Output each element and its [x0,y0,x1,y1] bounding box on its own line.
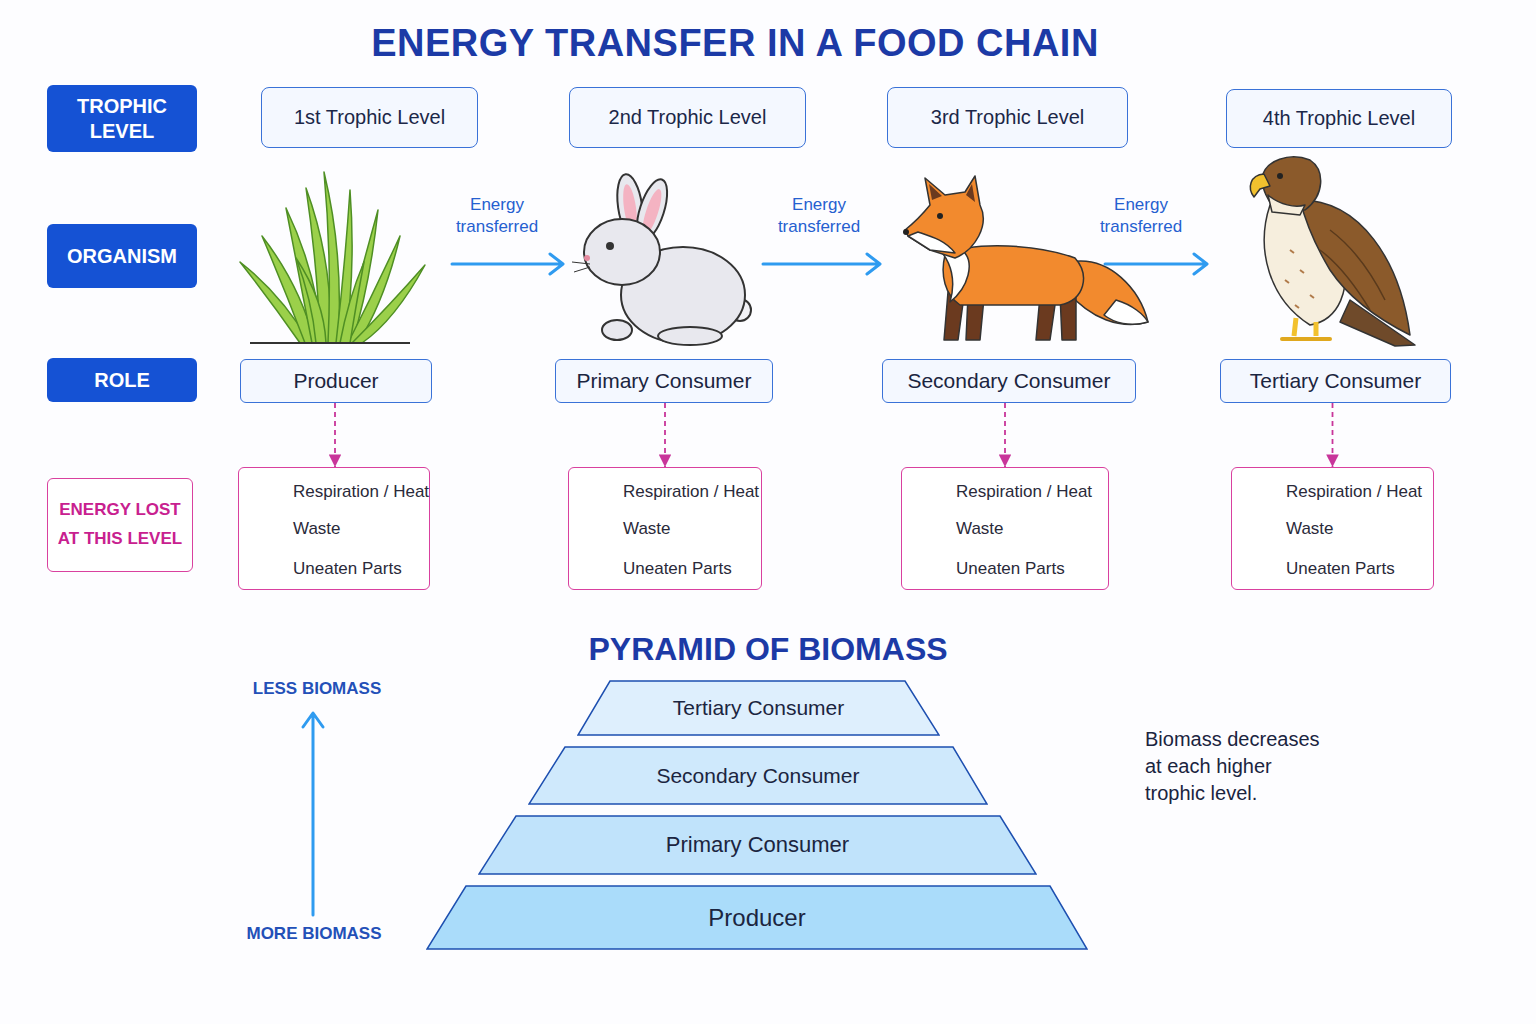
rabbit-illustration-part [606,242,614,250]
trapezoid-shape [529,747,987,804]
hawk-illustration [1250,157,1415,346]
loss-item-text: Respiration / Heat [623,482,759,502]
energy-arrow-part [452,254,563,274]
energy-loss-connector [1004,403,1006,467]
loss-item-text: Respiration / Heat [293,482,429,502]
node-text: Tertiary Consumer [673,696,845,720]
row-header: ROLE [47,358,197,402]
axis-label: LESS BIOMASS [237,679,397,699]
rabbit-illustration-part [602,320,632,340]
rabbit-illustration-part [572,262,590,272]
loss-item-text: Waste [293,519,341,539]
node-text: 4th Trophic Level [1263,107,1415,130]
role-box: Primary Consumer [555,359,773,403]
node-text: Tertiary Consumer [1250,369,1422,393]
diagram-title: ENERGY TRANSFER IN A FOOD CHAIN [235,22,1235,65]
hawk-illustration-part [1282,337,1330,341]
arrow-label: Energy transferred [759,194,879,238]
hawk-illustration-part [1250,174,1270,197]
node-text: 1st Trophic Level [294,106,445,129]
pyramid-band: Tertiary Consumer [577,680,940,736]
grass-illustration-part [352,265,425,343]
hawk-illustration-part [1300,200,1410,335]
loss-item-text: Uneaten Parts [293,559,402,579]
fox-illustration-part [905,176,983,258]
node-text: TROPHIC LEVEL [57,94,187,144]
grass-illustration-part [296,258,326,343]
node-text: Producer [708,904,805,932]
role-box: Tertiary Consumer [1220,359,1451,403]
node-text: Primary Consumer [666,832,849,858]
loss-item-text: Uneaten Parts [623,559,732,579]
note-text: Biomass decreases at each higher trophic… [1145,726,1325,807]
node-text: 2nd Trophic Level [609,106,767,129]
fox-illustration-part [1104,300,1148,324]
loss-item-text: Waste [956,519,1004,539]
node-text: ENERGY LOST AT THIS LEVEL [54,496,186,554]
loss-item-text: Waste [623,519,671,539]
role-box: Secondary Consumer [882,359,1136,403]
fox-illustration-part [929,184,975,202]
hawk-illustration-part [1285,250,1314,308]
energy-loss-connector [1332,403,1334,467]
loss-item-text: Uneaten Parts [956,559,1065,579]
energy-loss-box: Respiration / HeatWasteUneaten Parts [1231,467,1434,590]
fox-illustration [903,176,1148,340]
energy-arrow-part [763,254,880,274]
fox-illustration-part [908,232,955,253]
node-text: ORGANISM [67,244,177,269]
trapezoid-shape [479,816,1036,874]
section-heading: PYRAMID OF BIOMASS [468,630,1068,668]
arrow-label: Energy transferred [1081,194,1201,238]
pyramid-band: Primary Consumer [478,815,1037,875]
node-text: Producer [293,369,378,393]
loss-item-text: Respiration / Heat [1286,482,1422,502]
hawk-illustration-part [1277,173,1283,179]
hawk-illustration-part [1268,195,1305,215]
fox-illustration-part [937,213,943,219]
trophic-level-box: 3rd Trophic Level [887,87,1128,148]
biomass-arrow-part [303,713,323,915]
row-header: TROPHIC LEVEL [47,85,197,152]
axis-label: MORE BIOMASS [234,924,394,944]
loss-item-text: Waste [1286,519,1334,539]
hawk-illustration-part [1320,230,1385,310]
trophic-level-box: 4th Trophic Level [1226,89,1452,148]
node-text: 3rd Trophic Level [931,106,1084,129]
energy-arrow-part [1105,254,1207,274]
energy-loss-connector [334,403,336,467]
node-text: Secondary Consumer [656,764,859,788]
rabbit-illustration-part [584,255,590,261]
grass-illustration-part [250,342,410,344]
energy-loss-header: ENERGY LOST AT THIS LEVEL [47,478,193,572]
trapezoid-shape [427,886,1087,949]
node-text: Primary Consumer [576,369,751,393]
biomass-arrow [303,713,323,915]
arrow-label: Energy transferred [437,194,557,238]
rabbit-illustration-part [658,327,722,345]
row-header: ORGANISM [47,224,197,288]
grass-illustration [240,172,425,343]
grass-illustration-part [340,262,364,343]
pyramid-band: Secondary Consumer [528,746,988,805]
rabbit-illustration-part [584,219,660,285]
trapezoid-shape [578,681,939,735]
node-text: ROLE [94,368,150,393]
fox-illustration-part [903,229,909,235]
energy-loss-box: Respiration / HeatWasteUneaten Parts [901,467,1109,590]
node-text: Secondary Consumer [907,369,1110,393]
energy-loss-box: Respiration / HeatWasteUneaten Parts [568,467,762,590]
pyramid-band: Producer [426,885,1088,950]
loss-item-text: Respiration / Heat [956,482,1092,502]
energy-loss-connector [664,403,666,467]
energy-loss-box: Respiration / HeatWasteUneaten Parts [238,467,430,590]
loss-item-text: Uneaten Parts [1286,559,1395,579]
hawk-illustration-part [1294,318,1316,336]
trophic-level-box: 1st Trophic Level [261,87,478,148]
role-box: Producer [240,359,432,403]
trophic-level-box: 2nd Trophic Level [569,87,806,148]
grass-illustration-part [324,172,339,343]
rabbit-illustration [572,173,751,345]
